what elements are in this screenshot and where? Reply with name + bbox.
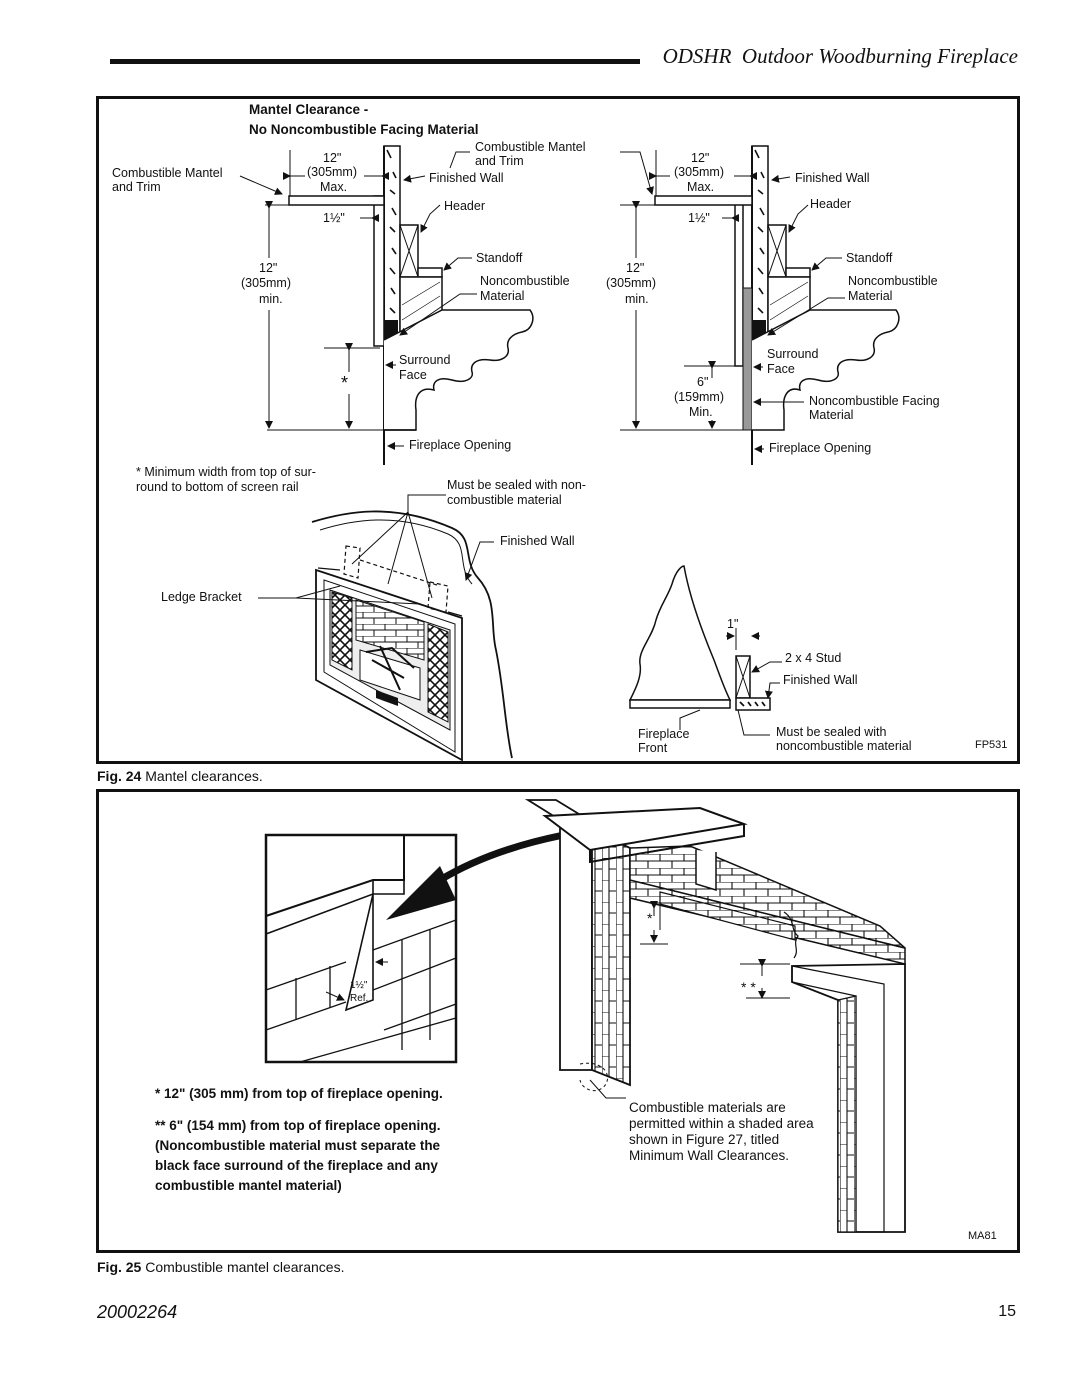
left-standoff: Standoff xyxy=(476,251,523,265)
detail-sealed-2: noncombustible material xyxy=(776,739,912,753)
fireplace-perspective-illustration xyxy=(258,494,513,761)
star-one: * xyxy=(647,910,653,926)
ledge-bracket-label: Ledge Bracket xyxy=(161,590,242,604)
fig25-note-1: * 12" (305 mm) from top of fireplace ope… xyxy=(155,1086,443,1101)
curved-arrow-head xyxy=(386,866,456,920)
right-dim-low-3: Min. xyxy=(689,405,713,419)
left-noncomb-1: Noncombustible xyxy=(480,274,570,288)
right-surround-1: Surround xyxy=(767,347,818,361)
left-combustible-mantel-2: and Trim xyxy=(112,180,161,194)
combustible-note-3: shown in Figure 27, titled xyxy=(629,1132,779,1147)
finished-wall-center: Finished Wall xyxy=(500,534,575,548)
minimum-width-note-1: * Minimum width from top of sur- xyxy=(136,465,316,479)
figure-25-caption: Fig. 25 Combustible mantel clearances. xyxy=(97,1259,344,1275)
page-header-title: ODSHR Outdoor Woodburning Fireplace xyxy=(662,44,1018,68)
right-noncomb-2: Material xyxy=(848,289,892,303)
fig25-note-2-line-2: (Noncombustible material must separate t… xyxy=(155,1138,441,1153)
combustible-note-4: Minimum Wall Clearances. xyxy=(629,1148,789,1163)
left-finished-wall: Finished Wall xyxy=(429,171,504,185)
left-section-diagram xyxy=(239,145,534,465)
right-header: Header xyxy=(810,197,851,211)
right-fireplace-opening: Fireplace Opening xyxy=(769,441,871,455)
left-dim-top-3: Max. xyxy=(320,180,347,194)
combustible-note-1: Combustible materials are xyxy=(629,1100,786,1115)
fig25-note-2-line-4: combustible mantel material) xyxy=(155,1178,342,1193)
left-dim-side-2: (305mm) xyxy=(241,276,291,290)
right-dim-side-3: min. xyxy=(625,292,649,306)
right-finished-wall: Finished Wall xyxy=(795,171,870,185)
figure-24-frame: Mantel Clearance - No Noncombustible Fac… xyxy=(96,96,1020,764)
right-standoff: Standoff xyxy=(846,251,893,265)
figure-24-caption-number: Fig. 24 xyxy=(97,768,142,784)
stud-detail-illustration xyxy=(628,565,782,736)
left-dim-top-2: (305mm) xyxy=(307,165,357,179)
detail-fireplace-2: Front xyxy=(638,741,668,755)
sealed-note-2: combustible material xyxy=(447,493,562,507)
right-dim-top-3: Max. xyxy=(687,180,714,194)
right-dim-low-1: 6" xyxy=(697,375,708,389)
right-dim-ledge: 1½" xyxy=(688,211,710,225)
sealed-note-1: Must be sealed with non- xyxy=(447,478,586,492)
figure-25-frame: 1½" Ref. * * * * 12" (305 mm) from top o… xyxy=(96,789,1020,1253)
right-section-diagram xyxy=(620,145,900,465)
right-noncomb-1: Noncombustible xyxy=(848,274,938,288)
right-dim-side-2: (305mm) xyxy=(606,276,656,290)
right-dim-side-1: 12" xyxy=(626,261,644,275)
right-surround-2: Face xyxy=(767,362,795,376)
figure-24-drawing: Mantel Clearance - No Noncombustible Fac… xyxy=(112,102,1007,761)
detail-gap: 1" xyxy=(727,617,738,631)
left-dim-side-1: 12" xyxy=(259,261,277,275)
left-surround-2: Face xyxy=(399,368,427,382)
document-number: 20002264 xyxy=(97,1302,178,1322)
figure-25-caption-text: Combustible mantel clearances. xyxy=(145,1259,345,1275)
detail-sealed-1: Must be sealed with xyxy=(776,725,887,739)
left-dim-side-3: min. xyxy=(259,292,283,306)
figure-24-code: FP531 xyxy=(975,739,1007,751)
figure-25-code: MA81 xyxy=(968,1230,997,1242)
right-noncomb-facing-2: Material xyxy=(809,408,853,422)
left-asterisk: * xyxy=(341,373,348,393)
inset-dim-1: 1½" xyxy=(350,980,368,991)
right-dim-low-2: (159mm) xyxy=(674,390,724,404)
right-combustible-mantel-1: Combustible Mantel xyxy=(475,140,585,154)
figure-24-caption-text: Mantel clearances. xyxy=(145,768,263,784)
left-fireplace-opening: Fireplace Opening xyxy=(409,438,511,452)
header-rule xyxy=(110,59,640,64)
right-dim-top-2: (305mm) xyxy=(674,165,724,179)
star-two: * * xyxy=(741,979,756,995)
mantel-inset-illustration xyxy=(264,833,458,1064)
fig24-heading-2: No Noncombustible Facing Material xyxy=(249,122,479,137)
page-number: 15 xyxy=(998,1303,1016,1320)
inset-dim-2: Ref. xyxy=(350,993,368,1004)
detail-finished-wall: Finished Wall xyxy=(783,673,858,687)
figure-25-caption-number: Fig. 25 xyxy=(97,1259,142,1275)
combustible-note-2: permitted within a shaded area xyxy=(629,1116,814,1131)
right-dim-top-1: 12" xyxy=(691,151,709,165)
fig25-note-2-line-1: ** 6" (154 mm) from top of fireplace ope… xyxy=(155,1118,440,1133)
brick-fireplace-illustration xyxy=(524,799,906,1233)
left-surround-1: Surround xyxy=(399,353,450,367)
left-dim-top-1: 12" xyxy=(323,151,341,165)
left-noncomb-2: Material xyxy=(480,289,524,303)
detail-fireplace-1: Fireplace xyxy=(638,727,689,741)
detail-stud: 2 x 4 Stud xyxy=(785,651,841,665)
left-combustible-mantel-1: Combustible Mantel xyxy=(112,166,222,180)
fig25-note-2-line-3: black face surround of the fireplace and… xyxy=(155,1158,438,1173)
left-header: Header xyxy=(444,199,485,213)
minimum-width-note-2: round to bottom of screen rail xyxy=(136,480,299,494)
figure-25-drawing: 1½" Ref. * * * * 12" (305 mm) from top o… xyxy=(155,799,997,1242)
left-dim-ledge: 1½" xyxy=(323,211,345,225)
fig24-heading-1: Mantel Clearance - xyxy=(249,102,368,117)
figure-24-caption: Fig. 24 Mantel clearances. xyxy=(97,768,263,784)
right-combustible-mantel-2: and Trim xyxy=(475,154,524,168)
right-noncomb-facing-1: Noncombustible Facing xyxy=(809,394,940,408)
